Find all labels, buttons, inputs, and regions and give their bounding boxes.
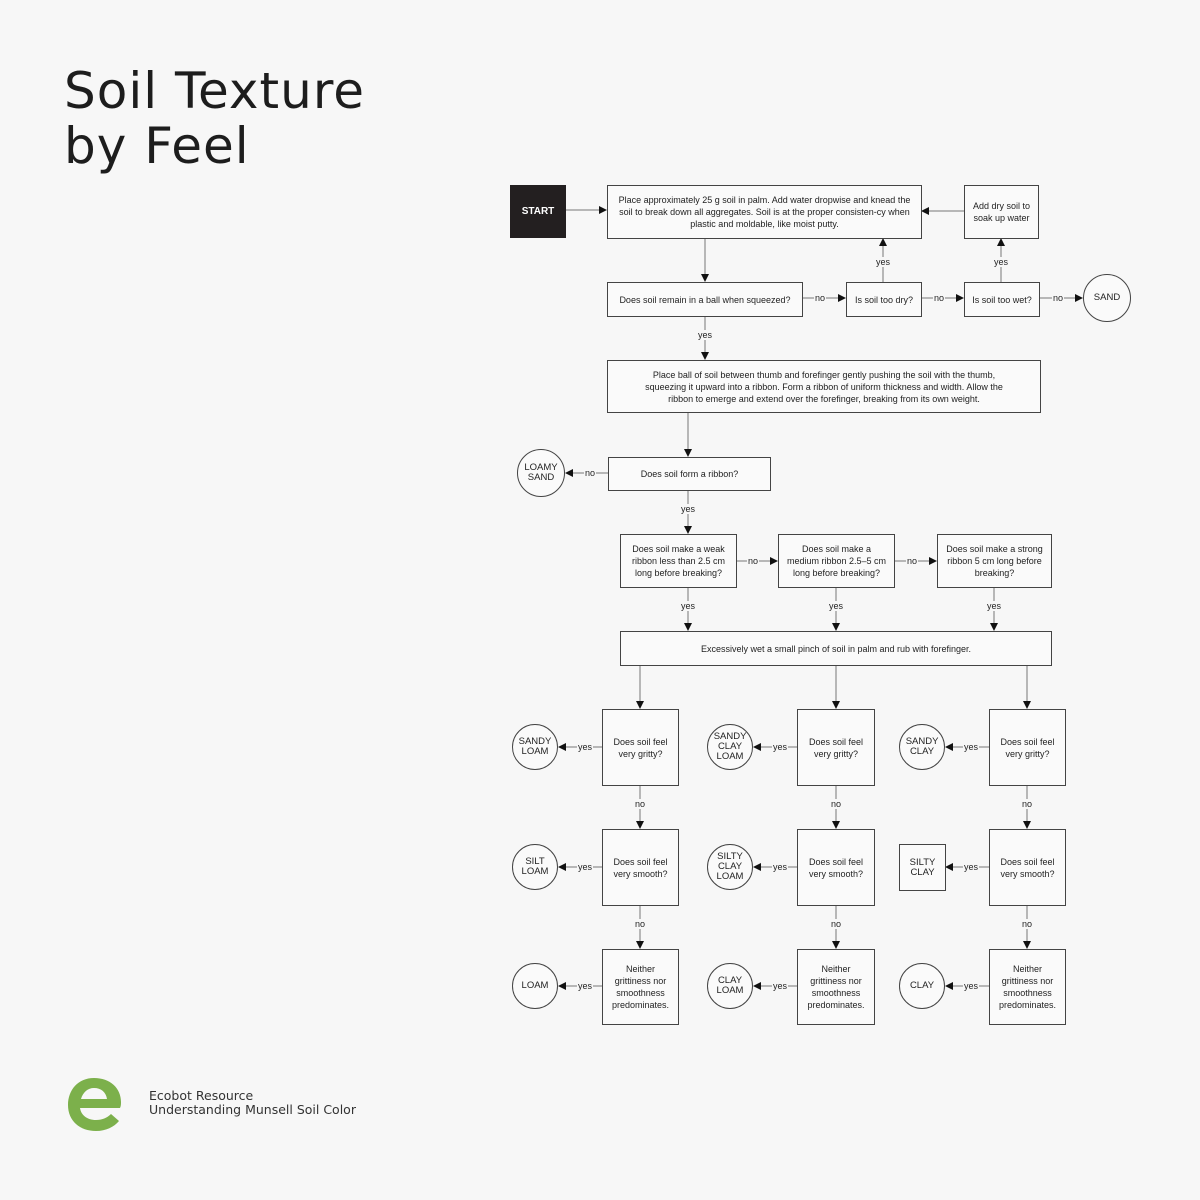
wet-rub-instruction-box: Excessively wet a small pinch of soil in… bbox=[620, 631, 1052, 666]
gritty-question-box: Does soil feel very gritty? bbox=[797, 709, 875, 786]
footer-line-1: Ecobot Resource bbox=[149, 1088, 254, 1103]
edge-label-yes: yes bbox=[985, 601, 1003, 611]
edge-label-no: no bbox=[905, 556, 919, 566]
title-line-1: Soil Texture bbox=[64, 62, 366, 120]
edge-label-yes: yes bbox=[576, 862, 594, 872]
footer: Ecobot Resource Understanding Munsell So… bbox=[149, 1089, 356, 1117]
result-silt-loam: SILT LOAM bbox=[512, 844, 558, 890]
edge-label-yes: yes bbox=[962, 862, 980, 872]
edge-label-no: no bbox=[633, 799, 647, 809]
form-ribbon-question-box: Does soil form a ribbon? bbox=[608, 457, 771, 491]
knead-step-box: Place approximately 25 g soil in palm. A… bbox=[607, 185, 922, 239]
weak-ribbon-question-box: Does soil make a weak ribbon less than 2… bbox=[620, 534, 737, 588]
edge-label-no: no bbox=[1051, 293, 1065, 303]
gritty-question-box: Does soil feel very gritty? bbox=[989, 709, 1066, 786]
edge-label-yes: yes bbox=[679, 601, 697, 611]
ecobot-logo-icon bbox=[68, 1078, 121, 1131]
gritty-question-box: Does soil feel very gritty? bbox=[602, 709, 679, 786]
result-loamy-sand: LOAMY SAND bbox=[517, 449, 565, 497]
result-sandy-clay-loam: SANDY CLAY LOAM bbox=[707, 724, 753, 770]
footer-line-2: Understanding Munsell Soil Color bbox=[149, 1102, 356, 1117]
too-dry-question-box: Is soil too dry? bbox=[846, 282, 922, 317]
medium-ribbon-question-box: Does soil make a medium ribbon 2.5–5 cm … bbox=[778, 534, 895, 588]
neither-box: Neither grittiness nor smoothness predom… bbox=[602, 949, 679, 1025]
edge-label-yes: yes bbox=[576, 742, 594, 752]
edge-label-no: no bbox=[1020, 919, 1034, 929]
add-dry-soil-box: Add dry soil to soak up water bbox=[964, 185, 1039, 239]
edge-label-yes: yes bbox=[576, 981, 594, 991]
edge-label-yes: yes bbox=[771, 981, 789, 991]
edge-label-no: no bbox=[829, 799, 843, 809]
edge-label-no: no bbox=[1020, 799, 1034, 809]
edge-label-yes: yes bbox=[679, 504, 697, 514]
title-line-2: by Feel bbox=[64, 117, 250, 175]
ribbon-instruction-box: Place ball of soil between thumb and for… bbox=[607, 360, 1041, 413]
neither-box: Neither grittiness nor smoothness predom… bbox=[797, 949, 875, 1025]
edge-label-yes: yes bbox=[827, 601, 845, 611]
edge-label-no: no bbox=[746, 556, 760, 566]
strong-ribbon-question-box: Does soil make a strong ribbon 5 cm long… bbox=[937, 534, 1052, 588]
too-wet-question-box: Is soil too wet? bbox=[964, 282, 1040, 317]
smooth-question-box: Does soil feel very smooth? bbox=[989, 829, 1066, 906]
result-clay-loam: CLAY LOAM bbox=[707, 963, 753, 1009]
page-title: Soil Texture by Feel bbox=[64, 64, 365, 174]
edge-label-yes: yes bbox=[771, 742, 789, 752]
edge-label-no: no bbox=[829, 919, 843, 929]
edge-label-no: no bbox=[813, 293, 827, 303]
edge-label-yes: yes bbox=[962, 981, 980, 991]
result-sand: SAND bbox=[1083, 274, 1131, 322]
smooth-question-box: Does soil feel very smooth? bbox=[602, 829, 679, 906]
result-sandy-loam: SANDY LOAM bbox=[512, 724, 558, 770]
start-node: START bbox=[510, 185, 566, 238]
result-clay: CLAY bbox=[899, 963, 945, 1009]
ball-question-box: Does soil remain in a ball when squeezed… bbox=[607, 282, 803, 317]
edge-label-no: no bbox=[633, 919, 647, 929]
smooth-question-box: Does soil feel very smooth? bbox=[797, 829, 875, 906]
result-silty-clay-loam: SILTY CLAY LOAM bbox=[707, 844, 753, 890]
edge-label-no: no bbox=[583, 468, 597, 478]
edge-label-yes: yes bbox=[696, 330, 714, 340]
result-sandy-clay: SANDY CLAY bbox=[899, 724, 945, 770]
neither-box: Neither grittiness nor smoothness predom… bbox=[989, 949, 1066, 1025]
result-loam: LOAM bbox=[512, 963, 558, 1009]
edge-label-no: no bbox=[932, 293, 946, 303]
edge-label-yes: yes bbox=[962, 742, 980, 752]
result-silty-clay: SILTY CLAY bbox=[899, 844, 946, 891]
edge-label-yes: yes bbox=[771, 862, 789, 872]
edge-label-yes: yes bbox=[874, 257, 892, 267]
edge-label-yes: yes bbox=[992, 257, 1010, 267]
